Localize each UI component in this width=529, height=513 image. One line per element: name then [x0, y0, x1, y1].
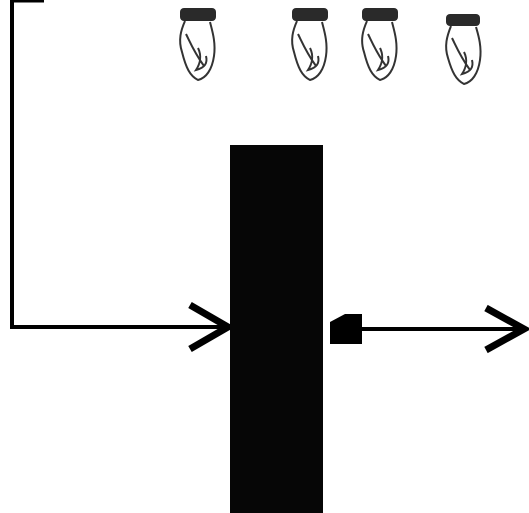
arrow-right-icon	[484, 304, 529, 354]
vial-body	[361, 20, 398, 82]
vial-body	[291, 20, 328, 82]
vial-stick	[297, 33, 320, 72]
arrow-right-icon	[188, 301, 235, 353]
vial-body	[445, 25, 482, 86]
vial-cap	[446, 14, 480, 26]
input-line	[10, 0, 235, 353]
vial-body	[179, 20, 216, 82]
vial-cap	[362, 8, 398, 21]
vial-icon	[445, 14, 482, 86]
vial-stick	[185, 33, 208, 72]
vial-row	[179, 8, 482, 86]
vial-cap	[292, 8, 328, 21]
vial-icon	[361, 8, 398, 82]
vial-icon	[291, 8, 328, 82]
vial-icon	[179, 8, 216, 82]
output-line	[330, 304, 529, 354]
vial-cap	[180, 8, 216, 21]
vial-stick	[367, 33, 390, 72]
vial-stick	[451, 37, 474, 76]
nozzle-icon	[330, 314, 362, 344]
central-column	[230, 145, 323, 513]
